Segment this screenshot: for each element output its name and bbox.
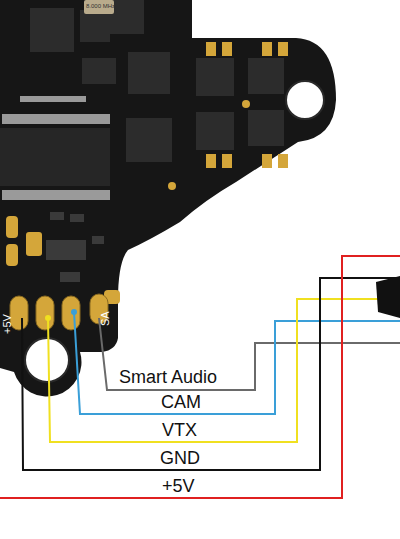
pin-rows: [2, 96, 110, 200]
chip: [80, 10, 110, 42]
chip: [126, 118, 172, 162]
chip: [110, 0, 144, 34]
chip: [128, 52, 170, 94]
mount-hole: [25, 338, 69, 382]
crystal-marking: 8.000 MHz: [86, 3, 115, 9]
solder-pads: [10, 294, 108, 330]
vtx-wire: [48, 299, 400, 442]
mosfet: [248, 110, 284, 146]
pad-label: SA: [100, 311, 111, 326]
chip: [30, 8, 74, 52]
mosfet: [196, 58, 234, 96]
gold-pads: [6, 42, 288, 304]
flight-controller-board: [0, 0, 336, 396]
chip: [82, 58, 116, 84]
pad-label: +5V: [2, 314, 13, 334]
wire-dot: [71, 309, 77, 315]
wires: [0, 256, 400, 498]
power-wire: [0, 256, 400, 498]
signal-name: GND: [159, 449, 201, 467]
connector-plug: [376, 276, 400, 318]
wire-dot: [45, 315, 51, 321]
smart-audio-wire: [99, 318, 400, 390]
signal-name: Smart Audio: [118, 368, 218, 386]
main-chip: [0, 128, 110, 186]
mosfet: [196, 112, 234, 150]
components: [46, 212, 104, 282]
mosfet: [248, 58, 284, 94]
gnd-wire: [22, 278, 400, 470]
signal-name: VTX: [161, 421, 198, 439]
signal-name: +5V: [161, 477, 196, 495]
signal-name: CAM: [160, 393, 202, 411]
mount-hole: [286, 81, 324, 119]
cam-wire: [74, 312, 400, 414]
